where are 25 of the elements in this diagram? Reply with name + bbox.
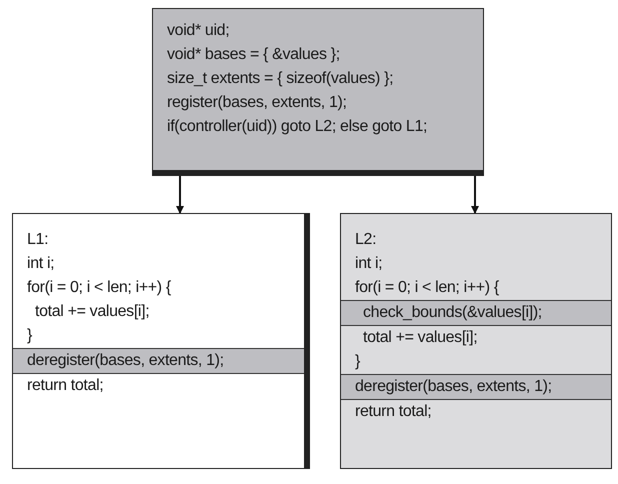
code-line: register(bases, extents, 1); bbox=[166, 93, 347, 113]
code-line: int i; bbox=[26, 254, 54, 274]
code-line: check_bounds(&values[i]); bbox=[362, 303, 542, 323]
code-line: } bbox=[26, 326, 32, 346]
code-line: return total; bbox=[26, 376, 104, 396]
code-line: total += values[i]; bbox=[362, 328, 478, 348]
code-line: L2: bbox=[354, 230, 376, 250]
code-line: for(i = 0; i < len; i++) { bbox=[26, 278, 171, 298]
code-line: L1: bbox=[26, 230, 48, 250]
arrow bbox=[471, 176, 479, 214]
code-line: return total; bbox=[354, 402, 432, 422]
code-line: deregister(bases, extents, 1); bbox=[26, 351, 224, 371]
code-line: for(i = 0; i < len; i++) { bbox=[354, 278, 499, 298]
code-line: int i; bbox=[354, 254, 382, 274]
code-line: size_t extents = { sizeof(values) }; bbox=[166, 69, 394, 89]
code-line: if(controller(uid)) goto L2; else goto L1; bbox=[166, 117, 428, 137]
code-line: } bbox=[354, 352, 360, 372]
code-line: void* uid; bbox=[166, 21, 230, 41]
code-block bbox=[152, 8, 484, 176]
code-block bbox=[340, 213, 612, 469]
code-line: total += values[i]; bbox=[34, 302, 150, 322]
code-line: deregister(bases, extents, 1); bbox=[354, 377, 552, 397]
arrow bbox=[176, 176, 184, 214]
code-block bbox=[12, 213, 310, 469]
code-line: void* bases = { &values }; bbox=[166, 45, 340, 65]
